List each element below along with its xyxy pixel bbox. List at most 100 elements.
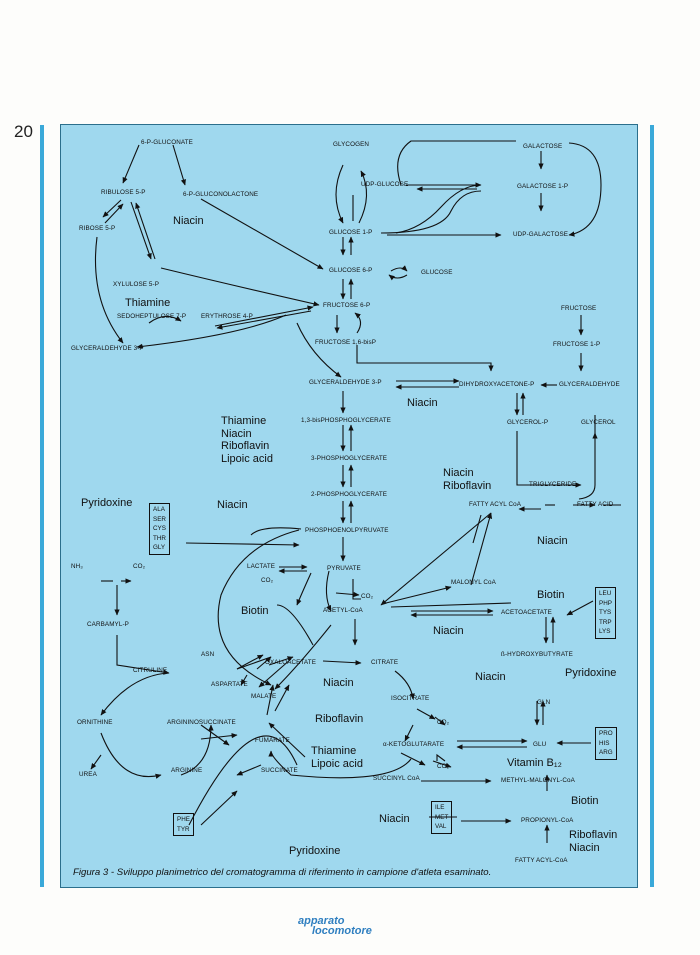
metabolite-13-bisphosphoglycerate: 1,3-bisPHOSPHOGLYCERATE	[301, 417, 391, 424]
amino-acid-label: ARG	[599, 749, 613, 756]
vitamin-niacin-dhap: Niacin	[407, 397, 438, 409]
metabolite-asn: ASN	[201, 651, 215, 658]
metabolite-xylulose-5p: XYLULOSE 5-P	[113, 281, 159, 288]
metabolite-propionyl-coa: PROPIONYL-CoA	[521, 817, 574, 824]
vitamin-thiamine-ppp: Thiamine	[125, 297, 171, 309]
vitamin-b12: Vitamin B₁₂	[507, 757, 562, 769]
metabolite-co2-pdh: CO₂	[361, 593, 374, 600]
metabolite-galactose: GALACTOSE	[523, 143, 563, 150]
metabolite-6p-gluconolactone: 6-P-GLUCONOLACTONE	[183, 191, 259, 198]
metabolite-glyceraldehyde-3p-left: GLYCERALDEHYDE 3-P	[71, 345, 144, 352]
metabolite-aspartate: ASPARTATE	[211, 681, 248, 688]
amino-acid-box-ketogenic: LEU PHP TYS TRP LYS	[595, 587, 616, 639]
metabolite-lactate: LACTATE	[247, 563, 276, 570]
metabolite-fatty-acid: FATTY ACID	[577, 501, 614, 508]
metabolite-fatty-acyl-coa-bottom: FATTY ACYL-CoA	[515, 857, 568, 864]
left-margin-bar	[40, 125, 44, 887]
metabolite-fatty-acyl-coa: FATTY ACYL CoA	[469, 501, 522, 508]
amino-acid-box-propionyl-family: ILE MET VAL	[431, 801, 453, 834]
amino-acid-label: ALA	[153, 506, 165, 513]
metabolite-fructose-6p: FRUCTOSE 6-P	[323, 302, 371, 309]
metabolite-ribose-5p: RIBOSE 5-P	[79, 225, 116, 232]
metabolite-glyceraldehyde: GLYCERALDEHYDE	[559, 381, 620, 388]
vitamin-biotin-bottom: Biotin	[571, 795, 599, 807]
vitamin-niacin-citrate: Niacin	[323, 677, 354, 689]
logo-line-2: locomotore	[312, 925, 372, 937]
page-number: 20	[14, 122, 33, 141]
metabolite-b-hydroxybutyrate: ß-HYDROXYBUTYRATE	[501, 651, 573, 658]
amino-acid-label: PHP	[599, 599, 612, 607]
metabolite-glucose-1p: GLUCOSE 1-P	[329, 229, 373, 236]
metabolite-glyceraldehyde-3p: GLYCERALDEHYDE 3-P	[309, 379, 382, 386]
vitamin-glycolysis-group: Thiamine Niacin Riboflavin Lipoic acid	[221, 415, 273, 465]
metabolite-dihydroxyacetone-p: DIHYDROXYACETONE-P	[459, 381, 535, 388]
vitamin-riboflavin-niacin: Riboflavin Niacin	[569, 829, 618, 854]
vitamin-biotin-left: Biotin	[241, 605, 269, 617]
metabolite-fumarate: FUMARATE	[255, 737, 290, 744]
metabolite-glucose: GLUCOSE	[421, 269, 453, 276]
metabolite-ribulose-5p: RIBULOSE 5-P	[101, 189, 146, 196]
metabolite-co2-idh: CO₂	[437, 719, 450, 726]
metabolite-galactose-1p: GALACTOSE 1-P	[517, 183, 569, 190]
metabolite-urea: UREA	[79, 771, 97, 778]
vitamin-niacin-ppp: Niacin	[173, 215, 204, 227]
metabolite-succinyl-coa: SUCCINYL CoA	[373, 775, 420, 782]
metabolite-co2-oaa: CO₂	[261, 577, 274, 584]
vitamin-pyridoxine-bottom: Pyridoxine	[289, 845, 341, 857]
amino-acid-label: GLY	[153, 544, 166, 551]
metabolite-pyruvate: PYRUVATE	[327, 565, 361, 572]
amino-acid-label: SER	[153, 515, 166, 523]
metabolite-ornithine: ORNITHINE	[77, 719, 113, 726]
vitamin-niacin-right: Niacin	[537, 535, 568, 547]
metabolite-glycerol-p: GLYCEROL-P	[507, 419, 549, 426]
amino-acid-label: LEU	[599, 590, 612, 597]
metabolite-udp-galactose: UDP-GALACTOSE	[513, 231, 569, 238]
metabolite-methyl-malonyl-coa: METHYL-MALONYL-CoA	[501, 777, 575, 784]
amino-acid-label: LYS	[599, 628, 611, 635]
publisher-logo: apparato locomotore	[298, 915, 372, 937]
metabolite-acetoacetate: ACETOACETATE	[501, 609, 552, 616]
metabolite-malate: MALATE	[251, 693, 277, 700]
amino-acid-label: THR	[153, 534, 166, 542]
metabolite-fructose: FRUCTOSE	[561, 305, 597, 312]
metabolite-succinate: SUCCINATE	[261, 767, 298, 774]
amino-acid-label: TYR	[177, 825, 190, 833]
amino-acid-label: CYS	[153, 525, 166, 532]
metabolite-glucose-6p: GLUCOSE 6-P	[329, 267, 373, 274]
metabolite-malonyl-coa: MALONYL CoA	[451, 579, 496, 586]
metabolite-co2-carbamyl: CO₂	[133, 563, 146, 570]
metabolite-3-phosphoglycerate: 3-PHOSPHOGLYCERATE	[311, 455, 388, 462]
metabolite-6p-gluconate: 6-P-GLUCONATE	[141, 139, 193, 146]
metabolite-citrulline: CITRULINE	[133, 667, 168, 674]
metabolite-co2-akgdh: CO₂	[437, 763, 450, 770]
metabolite-udp-glucose: UDP-GLUCOSE	[361, 181, 409, 188]
amino-acid-label: PRO	[599, 730, 613, 737]
amino-acid-box-glucogenic: ALA SER CYS THR GLY	[149, 503, 170, 555]
amino-acid-box-glutamate-family: PRO HIS ARG	[595, 727, 617, 760]
metabolite-nh3: NH₃	[71, 563, 83, 570]
vitamin-biotin-right: Biotin	[537, 589, 565, 601]
vitamin-riboflavin-tca: Riboflavin	[315, 713, 364, 725]
metabolite-carbamyl-p: CARBAMYL-P	[87, 621, 129, 628]
metabolite-glycogen: GLYCOGEN	[333, 141, 370, 148]
metabolite-fructose-16-bisp: FRUCTOSE 1,6-bisP	[315, 339, 377, 346]
metabolite-alpha-ketoglutarate: α-KETOGLUTARATE	[383, 741, 445, 748]
amino-acid-label: HIS	[599, 739, 610, 747]
metabolite-acetyl-coa: ACETYL-CoA	[323, 607, 363, 614]
vitamin-pyridoxine-left: Pyridoxine	[81, 497, 133, 509]
metabolite-argininosuccinate: ARGININOSUCCINATE	[167, 719, 236, 726]
metabolite-glycerol: GLYCEROL	[581, 419, 616, 426]
amino-acid-label: TRP	[599, 618, 612, 626]
metabolite-phosphoenolpyruvate: PHOSPHOENOLPYRUVATE	[305, 527, 389, 534]
metabolite-triglyceride: TRIGLYCERIDE	[529, 481, 577, 488]
pathway-arrows	[90, 140, 621, 843]
metabolite-fructose-1p: FRUCTOSE 1-P	[553, 341, 601, 348]
metabolic-chart-panel: 6-P-GLUCONATE RIBULOSE 5-P 6-P-GLUCONOLA…	[60, 124, 638, 888]
amino-acid-label: VAL	[435, 823, 447, 830]
metabolite-oxaloacetate: OXALOACETATE	[265, 659, 317, 666]
logo-line-1: apparato	[298, 915, 345, 927]
amino-acid-label: ILE	[435, 804, 445, 811]
metabolite-arginine: ARGININE	[171, 767, 203, 774]
vitamin-niacin-bottom: Niacin	[379, 813, 410, 825]
metabolite-sedoheptulose-7p: SEDOHEPTULOSE 7-P	[117, 313, 187, 320]
